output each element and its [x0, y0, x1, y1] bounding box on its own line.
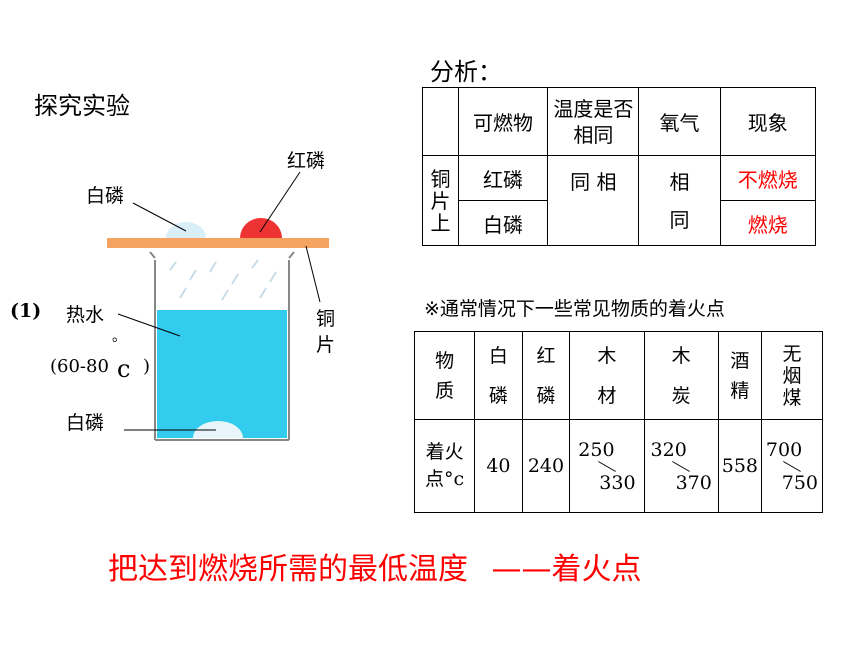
hot-water: [157, 310, 287, 438]
range-slash: [597, 460, 616, 472]
label-hot-water: 热水: [66, 304, 105, 326]
label-white-phosphorus-bottom: 白磷: [66, 412, 105, 434]
value-wood: 250 330: [569, 419, 645, 513]
cell-phenomenon-red: 不燃烧: [719, 155, 817, 201]
experiment-title: 探究实验: [34, 92, 130, 120]
cell-phenomenon-white: 燃烧: [719, 200, 817, 246]
header-oxygen: 氧气: [638, 87, 721, 156]
value-white-phosphorus: 40: [474, 419, 523, 513]
conclusion: 把达到燃烧所需的最低温度 ——着火点: [108, 544, 642, 588]
coal-high: 750: [781, 471, 818, 494]
white-phosphorus-water: [193, 421, 243, 438]
cell-substance-white: 白磷: [457, 200, 549, 246]
cell-substance-red: 红磷: [457, 155, 549, 201]
label-paren-close: ): [143, 356, 151, 377]
row-label-substance: 物质: [413, 330, 476, 421]
label-index: (1): [10, 300, 42, 322]
experiment-diagram: [107, 171, 329, 441]
white-smoke: [169, 259, 277, 301]
substance-coal: 无烟煤: [760, 330, 824, 421]
ignition-note: ※通常情况下一些常见物质的着火点: [424, 298, 725, 320]
substance-white-phosphorus: 白磷: [474, 330, 523, 421]
range-slash: [672, 460, 691, 472]
substance-alcohol: 酒精: [717, 330, 762, 421]
coal-low: 700: [765, 438, 803, 461]
row-label-ignition: 着火点°c: [413, 419, 476, 513]
range-slash: [783, 460, 801, 472]
value-alcohol: 558: [717, 419, 762, 513]
copper-sheet: [107, 238, 329, 248]
label-copper-sheet: 铜片: [316, 308, 336, 356]
header-temperature: 温度是否相同: [547, 87, 640, 156]
oxygen-top: 相: [669, 169, 690, 194]
value-charcoal: 320 370: [643, 419, 719, 513]
conclusion-dash: ——: [491, 552, 552, 587]
value-coal: 700 750: [760, 419, 824, 513]
blank-header-cell: [422, 87, 459, 156]
row-label-copper: 铜片上: [422, 155, 459, 246]
cell-oxygen: 相 同: [638, 155, 721, 246]
analysis-heading: 分析：: [430, 58, 502, 86]
charcoal-low: 320: [650, 438, 687, 461]
label-red-phosphorus: 红磷: [287, 150, 326, 172]
substance-wood: 木材: [569, 330, 645, 421]
analysis-table: 可燃物 温度是否相同 氧气 现象 铜片上 红磷 同 相 相 同 不燃烧 白磷 燃…: [422, 87, 817, 246]
substance-charcoal: 木炭: [643, 330, 719, 421]
cell-temperature: 同 相: [547, 155, 640, 246]
label-white-phosphorus-top: 白磷: [86, 185, 125, 207]
value-red-phosphorus: 240: [521, 419, 571, 513]
substance-red-phosphorus: 红磷: [521, 330, 571, 421]
header-substance: 可燃物: [457, 87, 549, 156]
white-phosphorus-top: [166, 222, 206, 238]
label-temp-range: (60-80: [50, 356, 109, 377]
conclusion-term: 着火点: [551, 552, 642, 587]
oxygen-bottom: 同: [669, 207, 690, 232]
label-c: c: [117, 355, 131, 383]
wood-low: 250: [578, 438, 615, 461]
charcoal-high: 370: [675, 471, 712, 494]
red-phosphorus: [240, 218, 282, 238]
label-degree-symbol: 。: [112, 329, 126, 345]
wood-high: 330: [599, 471, 636, 494]
conclusion-text: 把达到燃烧所需的最低温度: [108, 552, 468, 587]
ignition-table: 物质 白磷 红磷 木材 木炭 酒精 无烟煤 着火点°c 40 240 250 3…: [413, 330, 824, 513]
header-phenomenon: 现象: [719, 87, 817, 156]
